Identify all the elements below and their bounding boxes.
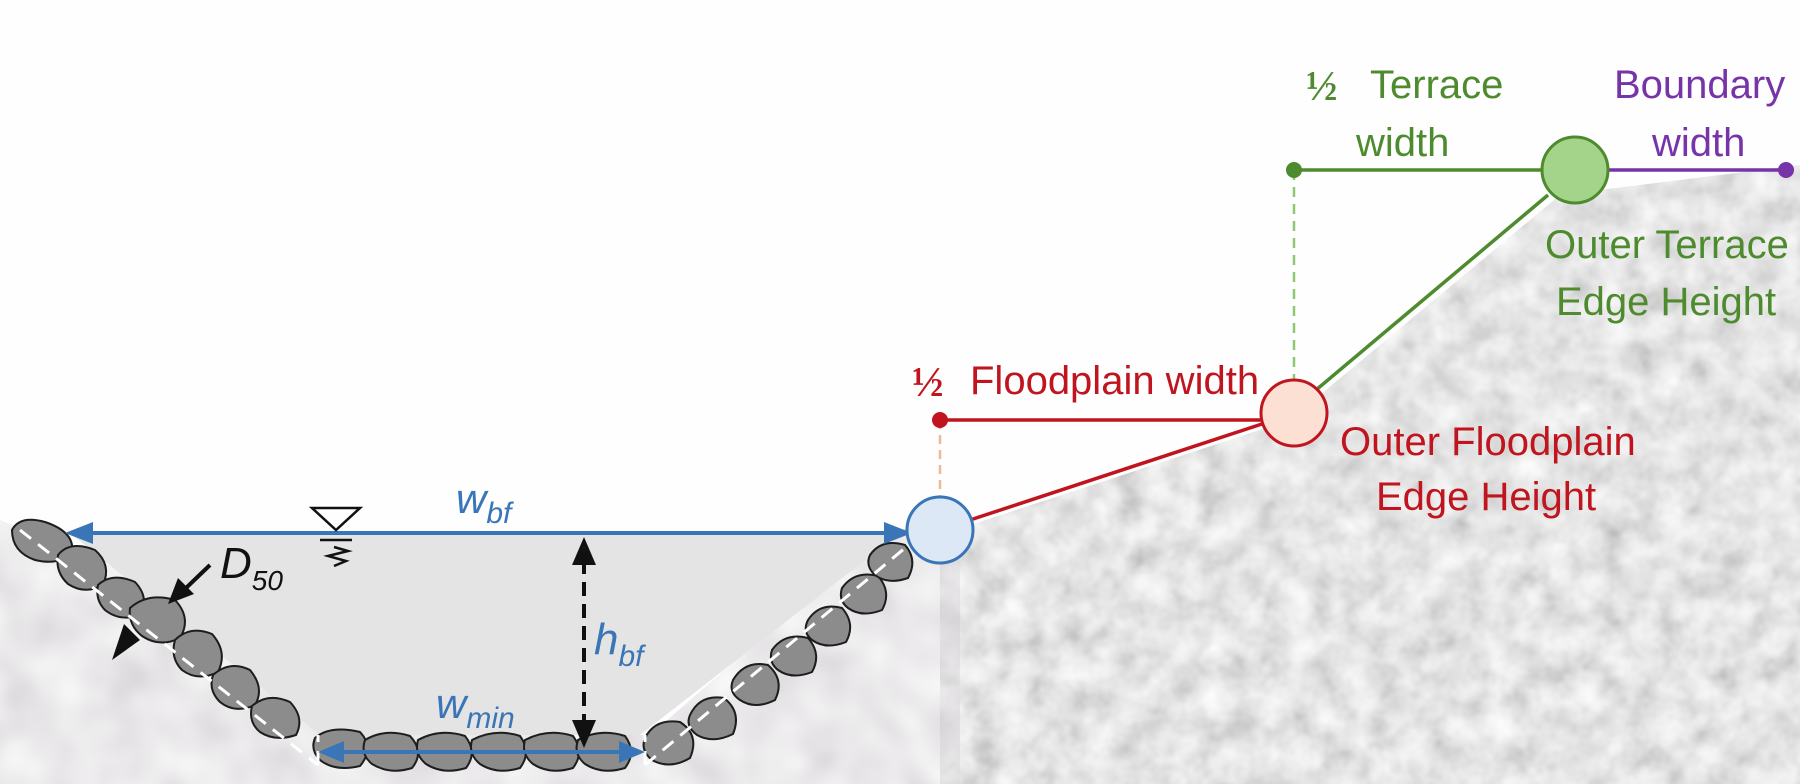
terrace-lines [1286,162,1550,392]
d50-grain-size-arrows [112,563,212,660]
bankfull-depth-arrow [572,537,596,748]
outer-floodplain-label-line2: Edge Height [1376,475,1596,519]
inverted-triangle-water-level-icon [308,506,364,568]
minimum-width-arrow [318,741,645,763]
outer-floodplain-label-line1: Outer Floodplain [1340,420,1636,464]
d50-label: D50 [220,539,283,596]
bank-slope-dashed-lines [19,528,906,767]
boundary-line [1606,162,1794,178]
outer-terrace-label-line1: Outer Terrace [1545,223,1789,267]
floodplain-lines [932,412,1269,522]
bankfull-edge-node [905,495,975,565]
terrace-width-label-line2: width [1355,121,1449,165]
outer-terrace-edge-node [1540,135,1610,205]
minimum-width-label: wmin [436,680,515,735]
channel-water [70,533,900,735]
outer-terrace-label-line2: Edge Height [1556,280,1776,324]
boundary-width-label-line1: Boundary [1614,63,1785,107]
terrace-half-symbol: ½ [1306,64,1338,110]
bankfull-depth-label: hbf [594,615,646,673]
floodplain-half-symbol: ½ [912,360,944,406]
bankfull-width-label: wbf [456,475,514,530]
boundary-width-label-line2: width [1651,121,1745,165]
terrace-width-label-line1: Terrace [1370,63,1503,107]
boulders [10,518,914,772]
floodplain-width-label: Floodplain width [970,359,1259,403]
bankfull-width-arrow [65,522,912,544]
outer-floodplain-edge-node [1259,378,1329,448]
